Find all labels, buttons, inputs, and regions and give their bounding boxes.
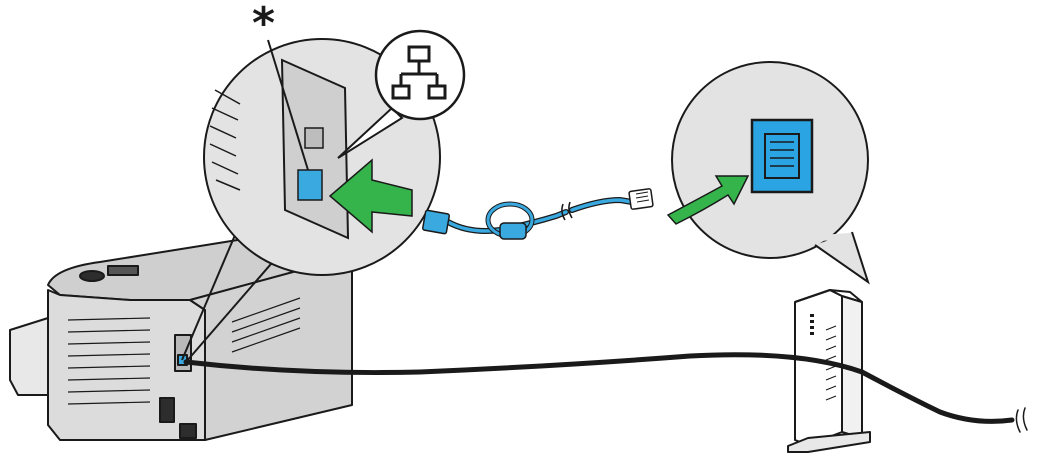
printer [9,235,353,441]
zoom-vent [209,89,241,191]
asterisk-callout: * [252,0,276,49]
cable-break-mark [561,201,573,221]
router-vent [825,325,837,401]
router-bubble-tail [814,231,870,285]
router-stand [787,431,871,453]
network-symbol-bubble [337,29,466,159]
router [787,289,871,453]
power-switch [159,397,175,423]
power-socket [179,423,197,439]
control-panel-display [107,265,139,276]
zoom-port-panel [280,58,350,240]
insert-arrow [328,158,413,234]
plug-arrow [666,175,750,225]
printer-to-router-cable [183,352,1028,433]
zoom-usb-port [304,127,324,149]
front-vent [67,317,151,405]
router-front [794,289,843,446]
lan-network-icon [391,45,447,100]
zoom-ethernet-port [297,169,323,201]
cable-connector-right [628,188,654,210]
outgoing-cable-break-mark [1015,407,1028,433]
control-panel-button [79,270,105,282]
cable-wire [445,196,635,234]
ethernet-cable [422,188,654,240]
asterisk-pointer-line [267,39,309,171]
printer-port-zoom-bubble [203,38,441,276]
router-port-zoom-bubble [666,61,870,285]
router-top [794,289,863,303]
ferrite-core [499,222,527,240]
router-indicator-lights [810,314,814,335]
rear-vent [231,297,301,353]
cable-connector-left [422,209,450,235]
